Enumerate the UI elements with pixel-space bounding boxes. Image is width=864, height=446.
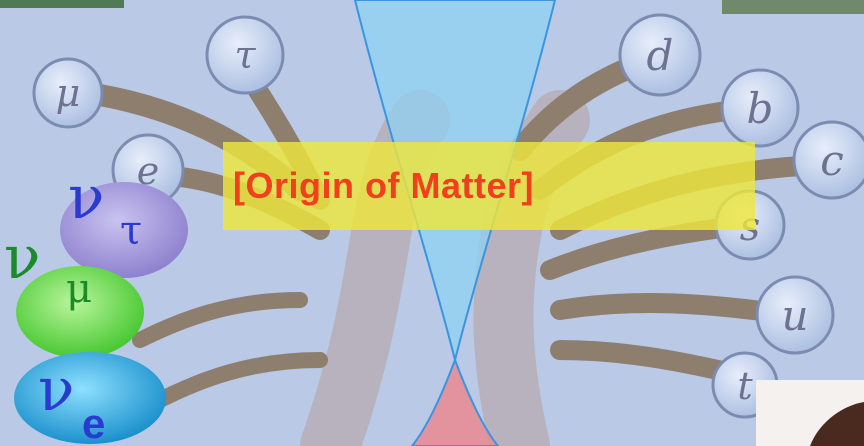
svg-text:τ: τ: [234, 33, 256, 77]
svg-text:b: b: [747, 84, 774, 133]
quark-u-bubble: u: [757, 277, 833, 353]
quark-c-bubble: c: [794, 122, 864, 198]
svg-text:t: t: [737, 364, 753, 408]
svg-text:e: e: [82, 400, 105, 446]
svg-text:τ: τ: [120, 208, 142, 254]
svg-text:ν: ν: [38, 355, 74, 425]
svg-text:d: d: [647, 31, 674, 80]
quark-b-bubble: b: [722, 70, 798, 146]
svg-text:ν: ν: [68, 163, 104, 233]
svg-text:μ: μ: [66, 266, 92, 312]
title-banner: [Origin of Matter]: [223, 142, 755, 230]
quark-d-bubble: d: [620, 15, 700, 95]
corner-photo-strip-right: [722, 0, 864, 14]
corner-photo-strip-left: [0, 0, 124, 8]
lepton-mu-bubble: μ: [34, 59, 102, 127]
page-title: [Origin of Matter]: [233, 165, 534, 207]
svg-text:ν: ν: [4, 223, 40, 293]
svg-text:μ: μ: [56, 71, 81, 115]
svg-text:u: u: [781, 291, 808, 340]
svg-text:c: c: [820, 136, 844, 185]
lepton-tau-bubble: τ: [207, 17, 283, 93]
